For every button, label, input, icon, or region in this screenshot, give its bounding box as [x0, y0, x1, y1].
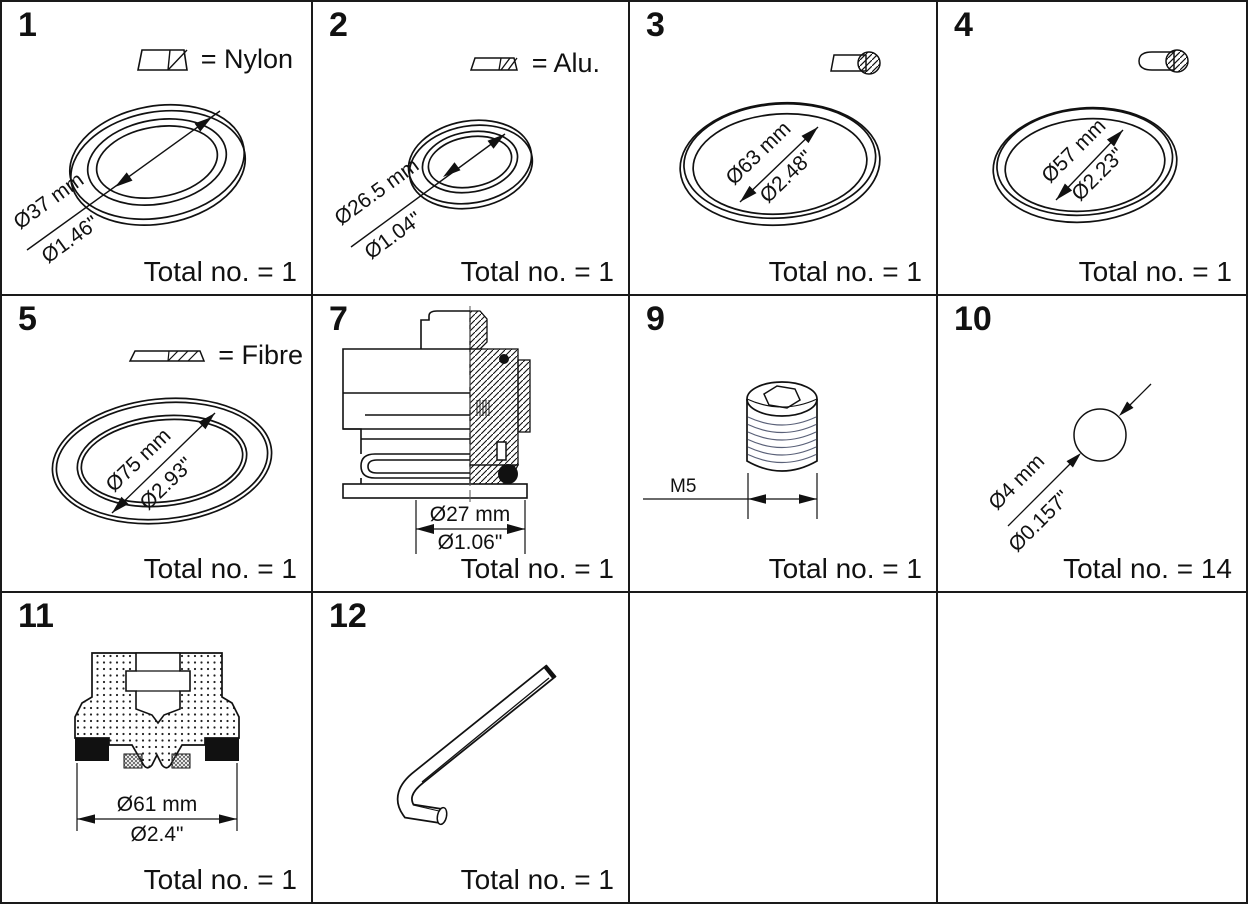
dim-label-metric: Ø61 mm — [117, 793, 198, 816]
part-number: 12 — [329, 597, 367, 635]
total-label: Total no. = 14 — [1063, 553, 1232, 584]
part-drawing-ring-2: Ø26.5 mm Ø1.04" — [330, 119, 534, 264]
part-drawing-ball-10: Ø4 mm Ø0.157" — [984, 383, 1152, 557]
total-label: Total no. = 1 — [143, 256, 297, 287]
legend: = Nylon — [133, 44, 293, 75]
dim-label-imperial: Ø2.4" — [131, 823, 184, 846]
part-cell-2: 2 = Alu. Ø26.5 mm Ø1.04" Total no. = 1 — [313, 2, 630, 296]
total-label: Total no. = 1 — [460, 864, 614, 895]
alu-section-icon — [469, 56, 518, 71]
part-number: 10 — [954, 300, 992, 338]
empty-cell-2 — [938, 593, 1246, 902]
part-drawing-setscrew-9: M5 — [643, 381, 818, 519]
fibre-section-icon — [128, 349, 206, 362]
legend-label: = Nylon — [200, 44, 293, 74]
dim-label-metric: Ø27 mm — [430, 503, 511, 526]
part-drawing-gland-7: Ø27 mm Ø1.06" — [342, 306, 531, 554]
part-cell-9: 9 M5 Total no. = 1 — [630, 296, 938, 593]
part-cell-5: 5 = Fibre Ø75 mm Ø2.93" Total no. = 1 — [2, 296, 313, 593]
part-cell-1: 1 = Nylon Ø37 mm Ø1.46" Total no. = 1 — [2, 2, 313, 296]
part-drawing-ring-1: Ø37 mm Ø1.46" — [9, 103, 247, 268]
legend: = Alu. — [466, 48, 600, 79]
part-cell-10: 10 Ø4 mm Ø0.157" Total no. = 14 — [938, 296, 1246, 593]
part-number: 2 — [329, 6, 348, 44]
part-drawing-seat-11: Ø61 mm Ø2.4" — [74, 652, 240, 846]
part-number: 1 — [18, 6, 37, 44]
total-label: Total no. = 1 — [460, 553, 614, 584]
part-number: 9 — [646, 300, 665, 338]
part-cell-7: 7 — [313, 296, 630, 593]
nylon-section-icon — [136, 48, 188, 71]
part-cell-3: 3 Ø63 mm Ø2.48" Total no. = 1 — [630, 2, 938, 296]
total-label: Total no. = 1 — [1078, 256, 1232, 287]
dim-label-imperial: Ø1.06" — [438, 531, 503, 554]
part-drawing-oring-4: Ø57 mm Ø2.23" — [992, 106, 1178, 224]
part-cell-12: 12 Total no. = 1 — [313, 593, 630, 902]
part-number: 5 — [18, 300, 37, 338]
dim-label-imperial: Ø1.46" — [37, 211, 103, 268]
part-number: 7 — [329, 300, 348, 338]
legend — [1132, 46, 1194, 76]
part-number: 4 — [954, 6, 973, 44]
legend-label: = Fibre — [218, 340, 303, 370]
part-drawing-washer-5: Ø75 mm Ø2.93" — [51, 397, 273, 525]
total-label: Total no. = 1 — [143, 553, 297, 584]
empty-cell-1 — [630, 593, 938, 902]
total-label: Total no. = 1 — [143, 864, 297, 895]
part-cell-11: 11 Ø61 mm Ø2.4" Total no. = 1 — [2, 593, 313, 902]
part-cell-4: 4 Ø57 mm Ø2.23" Total no. = 1 — [938, 2, 1246, 296]
part-number: 3 — [646, 6, 665, 44]
legend: = Fibre — [124, 340, 303, 371]
dim-label-metric: M5 — [670, 476, 696, 497]
legend-label: = Alu. — [531, 48, 600, 78]
part-drawing-oring-3: Ø63 mm Ø2.48" — [679, 101, 881, 227]
oring-rounded-section-icon — [1138, 49, 1189, 73]
legend — [824, 48, 886, 78]
oring-section-icon — [830, 51, 881, 75]
part-drawing-hexkey-12 — [396, 664, 557, 826]
total-label: Total no. = 1 — [460, 256, 614, 287]
total-label: Total no. = 1 — [768, 256, 922, 287]
part-number: 11 — [18, 597, 54, 635]
total-label: Total no. = 1 — [768, 553, 922, 584]
